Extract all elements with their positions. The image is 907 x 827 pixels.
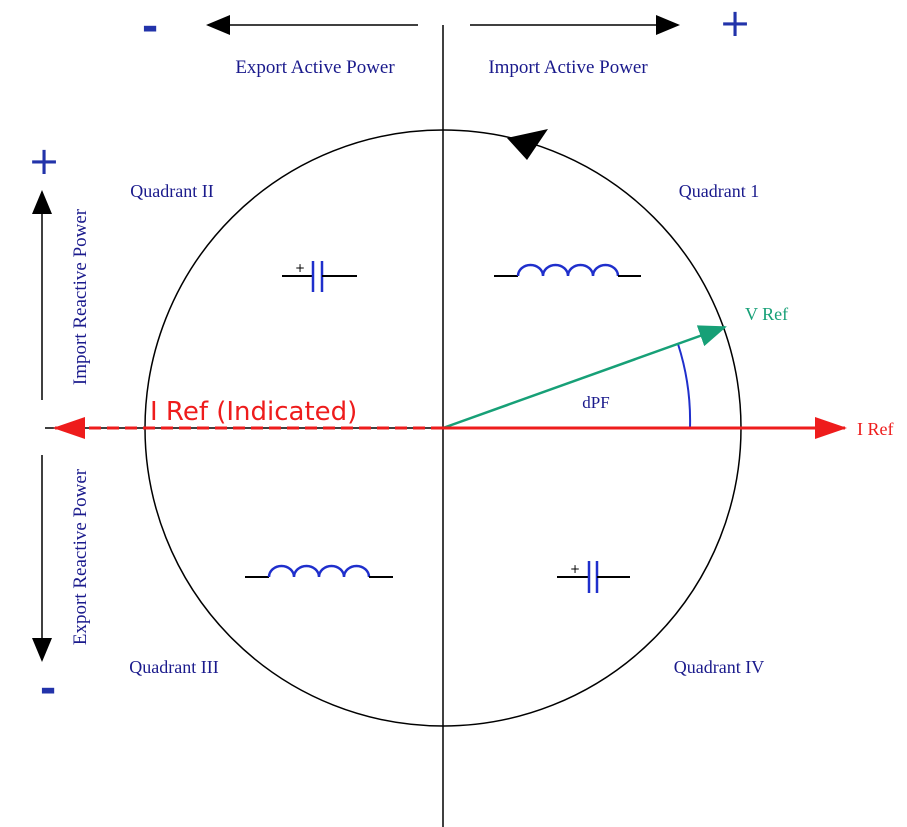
export-active-label: Export Active Power <box>235 57 395 78</box>
export-reactive-label: Export Reactive Power <box>70 468 91 645</box>
active-positive-sign: + <box>719 1 751 45</box>
v-ref-label: V Ref <box>745 304 788 324</box>
v-ref-vector <box>442 325 727 430</box>
capacitor-icon: + <box>557 561 630 593</box>
active-negative-sign: - <box>142 4 159 50</box>
rotation-arrow-icon <box>507 129 548 160</box>
quadrant-2-label: Quadrant II <box>130 181 213 201</box>
reactive-positive-sign: + <box>28 139 60 183</box>
quadrant-1-label: Quadrant 1 <box>679 181 759 201</box>
i-ref-indicated-label: I Ref (Indicated) <box>150 397 357 427</box>
quadrant-4-label: Quadrant IV <box>674 657 764 677</box>
reactive-negative-sign: - <box>40 666 57 712</box>
dpf-label: dPF <box>582 393 609 412</box>
import-reactive-label: Import Reactive Power <box>70 208 91 385</box>
i-ref-label: I Ref <box>857 419 893 439</box>
inductor-icon <box>494 263 641 277</box>
inductor-icon <box>245 564 393 578</box>
import-active-label: Import Active Power <box>488 57 648 78</box>
capacitor-plus-label: + <box>295 261 305 275</box>
dpf-angle-arc <box>677 343 692 429</box>
capacitor-plus-label: + <box>570 562 580 576</box>
capacitor-icon: + <box>282 261 357 292</box>
quadrant-3-label: Quadrant III <box>129 657 218 677</box>
